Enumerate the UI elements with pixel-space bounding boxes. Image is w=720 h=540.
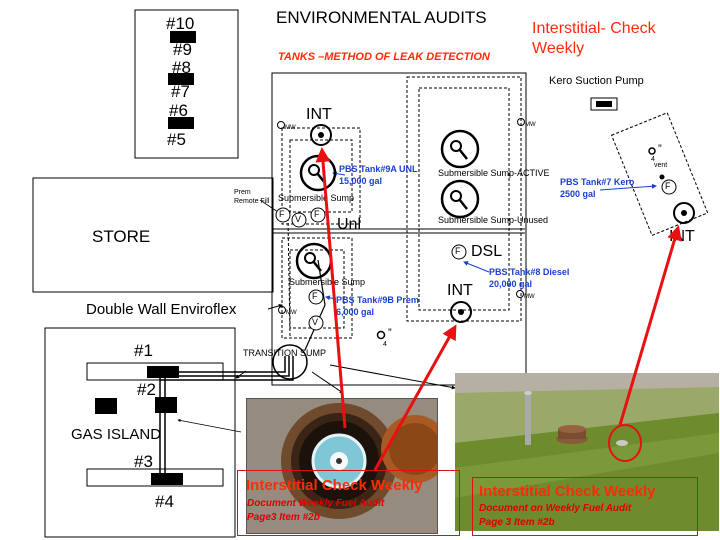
transition-sump-label: TRANSITION SUMP (243, 348, 327, 358)
sump-9b (295, 242, 333, 280)
tank-9b-name: PBS Tank#9B Prem (336, 295, 419, 305)
mw-1 (277, 121, 285, 129)
mw-label: MW (285, 125, 296, 131)
dispenser-label: #10 (166, 14, 195, 33)
fill-letter: F (279, 209, 285, 219)
mw-label: MW (524, 294, 535, 300)
fill-letter: F (312, 291, 318, 301)
four-inch-mark-num: 4 (383, 341, 387, 348)
caption-right-box (472, 477, 698, 536)
tank-7-name: PBS Tank#7 Kero (560, 177, 635, 187)
tank-9b-inner (289, 249, 345, 329)
mw-4 (516, 290, 524, 298)
fill-9a (310, 207, 326, 223)
pipe-label: Double Wall Enviroflex (86, 301, 237, 318)
dispenser-bar-7 (168, 73, 194, 85)
int-sensor-kero (673, 202, 695, 224)
fill-prem-remote (275, 207, 291, 223)
sump-active (440, 129, 480, 169)
sump-unused (440, 179, 480, 219)
tank-9a-name: PBS Tank#9A UNL (339, 164, 418, 174)
photo-sump-top-view (246, 398, 438, 534)
callout-text: Interstitial- Check Weekly (532, 20, 656, 57)
caption-right-sub1: Document on Weekly Fuel Audit (479, 503, 632, 514)
caption-left-box (237, 470, 460, 536)
island-pump-3: #3 (134, 452, 153, 471)
kero-vent-num: 4 (651, 156, 655, 163)
fill-dsl (451, 244, 467, 260)
dispenser-label: #6 (169, 101, 188, 120)
tank-field (271, 72, 527, 386)
tank-8-name: PBS Tank#8 Diesel (489, 267, 570, 277)
island-pump-4: #4 (155, 492, 174, 511)
tank-7-capacity: 2500 gal (560, 189, 596, 199)
caption-right-title: Interstitial Check Weekly (479, 483, 656, 500)
prem-remote-label-1: Prem (234, 189, 251, 196)
photo-grass-vent (455, 373, 719, 531)
unl-label: Unl (337, 216, 362, 233)
gas-island-label: GAS ISLAND (71, 426, 162, 443)
tank-8-capacity: 20,000 gal (489, 279, 533, 289)
caption-left-sub2: Page3 Item #2b (247, 512, 320, 523)
tank-9a-capacity: 15,000 gal (339, 176, 383, 186)
dispenser-bar-5 (168, 117, 194, 129)
sump-label-active: Submersible Sump-ACTIVE (438, 168, 550, 178)
island-pump-1: #1 (134, 341, 153, 360)
mw-2 (517, 118, 525, 126)
island-pump-2: #2 (137, 380, 156, 399)
sump-label-9b: Submersible Sump (289, 277, 366, 287)
sump-label-unused: Submersible Sump-Unused (438, 215, 549, 225)
kero-vent-label: vent (654, 162, 668, 169)
monitor-well-small (376, 330, 386, 340)
dsl-label: DSL (471, 243, 503, 260)
fill-letter: F (665, 181, 671, 191)
kero-vent-quote: ” (658, 143, 662, 155)
tank-9b-outline (281, 237, 353, 339)
int-sensor-9a (310, 124, 332, 146)
fill-letter: F (314, 209, 320, 219)
page-title: ENVIRONMENTAL AUDITS (276, 8, 487, 27)
mw-label: MW (286, 310, 297, 316)
dispenser-bar-9 (170, 31, 196, 43)
kero-pump-box (590, 97, 618, 111)
kero-pump-label: Kero Suction Pump (549, 75, 644, 87)
island-lower (86, 468, 224, 487)
dispenser-label: #8 (172, 58, 191, 77)
tank-9b-capacity: 6,000 gal (336, 307, 375, 317)
dispenser-label: #7 (171, 82, 190, 101)
dispenser-label: #5 (167, 130, 186, 149)
store-building (32, 177, 274, 293)
mw-label: MW (525, 122, 536, 128)
four-inch-mark: ” (388, 327, 392, 339)
vent-letter: V (312, 317, 319, 327)
int-label-9a: INT (306, 106, 332, 123)
dispenser-label: #9 (173, 40, 192, 59)
tank-7-outline (610, 112, 709, 237)
tank-9a-outline (281, 127, 361, 225)
store-label: STORE (92, 227, 151, 246)
vent-9a (291, 212, 307, 228)
fill-letter: F (455, 246, 461, 256)
tank-8-inner (418, 87, 510, 311)
int-label-dsl: INT (447, 282, 473, 299)
dispenser-box-top (134, 9, 239, 159)
vent-9b (308, 315, 324, 331)
caption-left-sub1: Document Weekly Fuel Audit (247, 498, 385, 509)
transition-sump (272, 344, 308, 380)
caption-left-title: Interstitial Check Weekly (246, 477, 423, 494)
mw-3 (278, 306, 286, 314)
fill-9b (308, 289, 324, 305)
vent-kero-pipe (648, 147, 656, 155)
int-sensor-dsl (450, 301, 472, 323)
page-subtitle: TANKS –METHOD OF LEAK DETECTION (278, 51, 490, 63)
caption-right-sub2: Page 3 Item #2b (479, 517, 555, 528)
prem-remote-label-2: Remote Fill (234, 198, 270, 205)
vent-letter: V (295, 214, 302, 224)
sump-label-9a: Submersible Sump (278, 193, 355, 203)
gas-island-box (44, 327, 236, 538)
fill-kero (661, 179, 677, 195)
